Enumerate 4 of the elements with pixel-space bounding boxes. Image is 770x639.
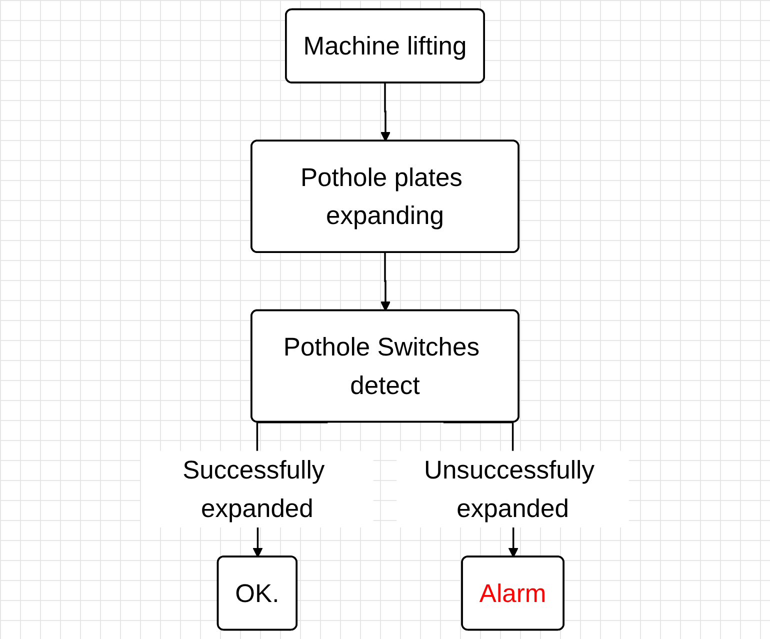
edge-label: Successfully expanded [182, 455, 325, 523]
edge-label: Unsuccessfully expanded [424, 455, 594, 523]
arrow [380, 252, 391, 312]
arrow [380, 82, 391, 142]
